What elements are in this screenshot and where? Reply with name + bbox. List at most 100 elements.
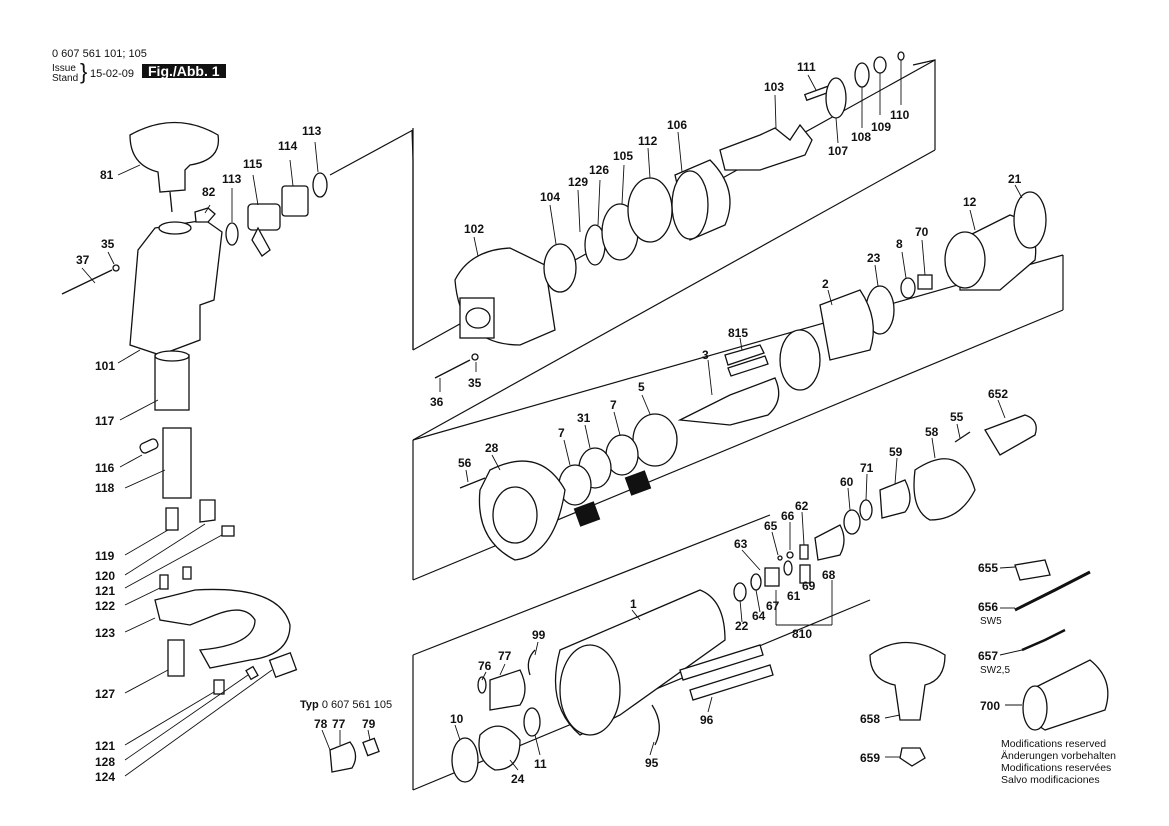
- screw-70: [917, 274, 933, 290]
- label-112: 112: [638, 134, 658, 148]
- washer-109: [873, 56, 887, 74]
- issue-date: 15-02-09: [90, 68, 135, 80]
- endplate-5: [632, 413, 678, 467]
- spring-69: [799, 564, 811, 584]
- clip-95: [651, 704, 660, 746]
- clip-655: [1014, 559, 1051, 581]
- label-117: 117: [95, 414, 115, 428]
- screw-37: [61, 269, 113, 295]
- bushing-115: [247, 203, 281, 231]
- pin-121: [159, 574, 169, 590]
- clip-110: [897, 51, 905, 61]
- label-69: 69: [802, 579, 816, 593]
- note-es: Salvo modificaciones: [1001, 774, 1100, 786]
- label-77b: 77: [332, 717, 346, 731]
- lever-77b: [329, 741, 357, 773]
- label-66: 66: [781, 509, 795, 523]
- label-71: 71: [860, 461, 874, 475]
- label-37: 37: [76, 253, 90, 267]
- label-107: 107: [828, 144, 848, 158]
- wrench-657: [1021, 628, 1066, 652]
- label-96: [689, 664, 774, 701]
- label-64: 64: [752, 609, 766, 623]
- label-28: 28: [485, 441, 499, 455]
- label-36: 36: [430, 395, 444, 409]
- label-65: 65: [764, 519, 778, 533]
- label-81: 81: [100, 168, 114, 182]
- label-35a: 35: [101, 237, 115, 251]
- parts-left: [61, 121, 328, 695]
- sleeve-117: [154, 354, 190, 411]
- type-value: 0 607 561 105: [321, 699, 393, 711]
- label-1: 1: [630, 597, 637, 611]
- label-114: 114: [278, 139, 298, 153]
- screw-56: [459, 477, 486, 489]
- label-sw5: SW5: [980, 616, 1002, 627]
- label-124: 124: [95, 770, 115, 784]
- oring-64: [750, 573, 762, 591]
- label-106: 106: [667, 118, 687, 132]
- parts-middle: [459, 191, 1047, 561]
- label-76: 76: [478, 659, 492, 673]
- issue-label: Issue Stand: [52, 64, 78, 84]
- nut-659: [899, 747, 926, 767]
- label-22: 22: [735, 619, 749, 633]
- label-58: 58: [925, 425, 939, 439]
- label-815: 815: [728, 326, 748, 340]
- label-123: 123: [95, 626, 115, 640]
- label-810: 810: [792, 627, 812, 641]
- spring-62: [799, 544, 809, 560]
- label-109: 109: [871, 120, 891, 134]
- label-70: 70: [915, 225, 929, 239]
- label-656: 656: [978, 600, 998, 614]
- label-120: 120: [95, 569, 115, 583]
- label-111: 111: [797, 60, 816, 74]
- ball-65: [777, 555, 783, 561]
- label-659: 659: [860, 751, 880, 765]
- label-61: 61: [787, 589, 801, 603]
- washer-8: [900, 277, 916, 299]
- label-11: 11: [534, 757, 547, 771]
- ring-113b: [312, 172, 328, 198]
- leader-lines: [81, 60, 1023, 777]
- label-102: 102: [464, 222, 484, 236]
- label-95: 95: [645, 756, 659, 770]
- label-121b: 121: [95, 739, 115, 753]
- label-10: 10: [450, 712, 464, 726]
- part-number: 0 607 561 101; 105: [52, 48, 147, 60]
- ring-113a: [225, 222, 239, 246]
- nut-82: [194, 207, 216, 223]
- spindle-103: [719, 123, 813, 171]
- label-79: 79: [362, 717, 376, 731]
- note-en: Modifications reserved: [1001, 738, 1107, 750]
- label-104: 104: [540, 190, 560, 204]
- gear-107: [825, 77, 847, 119]
- lever-77: [489, 669, 526, 711]
- head-housing-101: [129, 219, 223, 356]
- label-101: 101: [95, 359, 115, 373]
- label-99: 99: [532, 628, 546, 642]
- label-67: 67: [766, 599, 780, 613]
- parts-bottom: [329, 414, 1037, 783]
- washer-22: [733, 582, 747, 602]
- oring-10: [451, 737, 479, 783]
- label-700: 700: [980, 699, 1000, 713]
- fitting-59: [879, 479, 911, 519]
- vane-815: [724, 344, 765, 366]
- valve-seat-63: [764, 567, 780, 587]
- label-119: 119: [95, 549, 115, 563]
- label-35b: 35: [468, 376, 482, 390]
- label-657: 657: [978, 649, 998, 663]
- bearing-114: [281, 185, 309, 217]
- label-103: 103: [764, 80, 784, 94]
- note-fr: Modifications reservées: [1001, 762, 1112, 774]
- pin-122: [182, 566, 192, 580]
- cover-58: [913, 458, 976, 521]
- cylinder-2: [819, 289, 874, 361]
- label-658: 658: [860, 712, 880, 726]
- label-24: 24: [511, 772, 525, 786]
- label-7b: 7: [610, 398, 617, 412]
- bearing-symbol-a: [573, 501, 601, 527]
- label-655: 655: [978, 561, 998, 575]
- label-77a: 77: [498, 649, 512, 663]
